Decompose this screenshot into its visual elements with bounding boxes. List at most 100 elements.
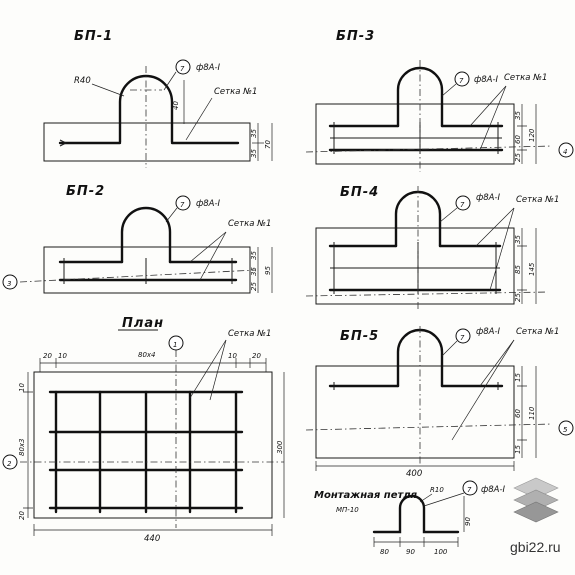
bp1-position-bubble	[175, 59, 191, 75]
svg-text:10: 10	[58, 352, 67, 360]
plan-drawing: План 1 2 Сетка №1 20 10 80х4 10 20 10 80…	[2, 316, 285, 544]
bp5-outline	[315, 365, 515, 459]
svg-text:7: 7	[180, 65, 185, 73]
bp5-axis-bubble	[558, 420, 574, 436]
svg-text:20: 20	[252, 352, 261, 360]
svg-text:90: 90	[406, 548, 415, 556]
bp3-position-bubble	[454, 71, 470, 87]
svg-text:440: 440	[144, 534, 160, 544]
svg-text:25: 25	[250, 282, 258, 291]
svg-text:35: 35	[514, 111, 522, 120]
svg-text:3: 3	[7, 280, 11, 288]
svg-text:35: 35	[514, 235, 522, 244]
bp2-rebar-label: ф8А-I	[196, 199, 221, 209]
svg-text:35: 35	[250, 149, 258, 158]
bp1-drawing: БП-1 R40 40 7 ф8А-I Сетка №1 35 35 70	[43, 29, 273, 168]
bp3-mesh-label: Сетка №1	[504, 73, 547, 83]
plan-axis-2-bubble	[2, 454, 18, 470]
svg-text:10: 10	[228, 352, 237, 360]
bp5-rebar-label: ф8А-I	[476, 327, 501, 337]
plan-title: План	[122, 316, 164, 331]
svg-text:35: 35	[250, 267, 258, 276]
layers-logo-icon	[513, 477, 559, 523]
bp4-position-bubble	[455, 195, 471, 211]
svg-text:100: 100	[434, 548, 448, 556]
svg-text:60: 60	[514, 409, 522, 418]
loop-rebar-label: ф8А-I	[481, 485, 506, 495]
bp2-position-bubble	[175, 195, 191, 211]
bp4-rebar-label: ф8А-I	[476, 193, 501, 203]
svg-text:120: 120	[528, 128, 536, 142]
svg-text:7: 7	[459, 77, 464, 85]
bp5-mesh-label: Сетка №1	[516, 327, 559, 337]
svg-text:300: 300	[276, 440, 284, 454]
svg-text:7: 7	[460, 201, 465, 209]
svg-text:7: 7	[460, 334, 465, 342]
svg-text:80х4: 80х4	[138, 351, 156, 359]
bp4-drawing: БП-4 7 ф8А-I Сетка №1 35 85 25 145	[305, 185, 559, 312]
loop-mark: МП-10	[336, 506, 359, 514]
bp2-title: БП-2	[66, 184, 105, 199]
bp2-axis-bubble	[2, 274, 18, 290]
plan-longitudinal-bars	[54, 390, 238, 514]
bp3-title: БП-3	[336, 29, 375, 44]
svg-text:15: 15	[514, 373, 522, 382]
bp2-lifting-loop	[120, 206, 172, 264]
svg-text:20: 20	[18, 511, 26, 520]
bp3-rebar-label: ф8А-I	[474, 75, 499, 85]
bp5-title: БП-5	[340, 329, 379, 344]
svg-text:1: 1	[173, 341, 177, 349]
svg-text:4: 4	[563, 148, 567, 156]
svg-text:60: 60	[514, 135, 522, 144]
svg-text:110: 110	[528, 406, 536, 420]
bp2-axis	[19, 269, 257, 283]
bp4-mesh-label: Сетка №1	[516, 195, 559, 205]
svg-text:90: 90	[464, 517, 472, 526]
bp2-mesh-label: Сетка №1	[228, 219, 271, 229]
bp5-drawing: БП-5 5 7 ф8А-I Сетка №1 15 60 15 110 400	[305, 326, 574, 479]
svg-text:400: 400	[406, 469, 422, 479]
bp1-radius-label: R40	[74, 76, 91, 86]
bp5-axis	[305, 423, 553, 431]
svg-text:20: 20	[43, 352, 52, 360]
svg-text:95: 95	[264, 266, 272, 275]
svg-text:85: 85	[514, 265, 522, 274]
plan-outline	[33, 371, 273, 519]
bp1-outline	[43, 122, 251, 162]
svg-text:10: 10	[18, 383, 26, 392]
svg-text:35: 35	[250, 129, 258, 138]
svg-text:2: 2	[7, 460, 12, 468]
svg-text:7: 7	[467, 486, 472, 494]
loop-position-bubble	[462, 480, 478, 496]
svg-text:145: 145	[528, 262, 536, 276]
svg-text:80х3: 80х3	[18, 438, 26, 456]
loop-shape	[372, 494, 460, 534]
plan-mesh-label: Сетка №1	[228, 329, 271, 339]
loop-title: Монтажная петля	[314, 490, 418, 501]
svg-text:25: 25	[514, 293, 522, 302]
svg-text:40: 40	[172, 101, 180, 110]
mounting-loop-drawing: Монтажная петля МП-10 R10 7 ф8А-I 90 80 …	[314, 480, 506, 556]
bp1-rebar-label: ф8А-I	[196, 63, 221, 73]
bp2-outline	[43, 246, 251, 294]
watermark: gbi22.ru	[510, 477, 561, 555]
bp5-position-bubble	[455, 328, 471, 344]
bp1-title: БП-1	[74, 29, 113, 44]
plan-transverse-bars	[48, 390, 244, 510]
bp3-axis-bubble	[558, 142, 574, 158]
bp4-outline	[315, 227, 515, 305]
svg-text:25: 25	[514, 153, 522, 162]
plan-axis-1-bubble	[168, 335, 184, 351]
bp1-mesh-label: Сетка №1	[214, 87, 257, 97]
svg-text:80: 80	[380, 548, 389, 556]
bp3-axis	[305, 145, 553, 153]
svg-text:5: 5	[563, 426, 568, 434]
svg-text:70: 70	[264, 140, 272, 149]
svg-text:7: 7	[180, 201, 185, 209]
bp4-title: БП-4	[340, 185, 379, 200]
bp3-outline	[315, 103, 515, 165]
svg-text:15: 15	[514, 445, 522, 454]
bp3-lifting-loop	[396, 66, 444, 128]
